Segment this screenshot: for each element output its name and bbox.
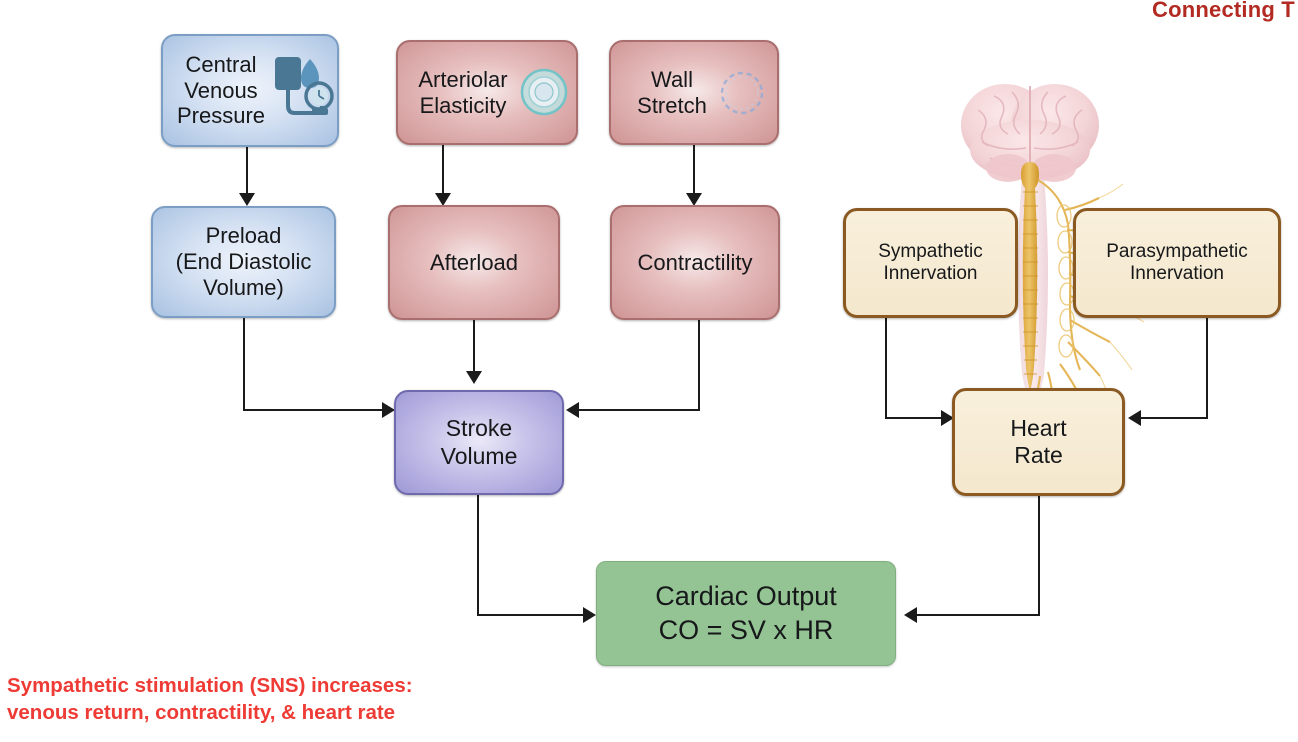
edge-strokevolume-to-cardiacoutput-seg1 [477, 495, 479, 615]
arrowhead [904, 607, 917, 623]
node-preload[interactable]: Preload (End Diastolic Volume) [151, 206, 336, 318]
node-label: Stroke Volume [440, 415, 518, 469]
edge-wallstretch-to-contractility [693, 145, 695, 199]
node-label: Afterload [429, 249, 519, 275]
edge-sympathetic-to-heartrate-seg1 [885, 318, 887, 418]
node-heart-rate[interactable]: Heart Rate [952, 388, 1125, 496]
edge-contractility-to-strokevolume-seg1 [698, 320, 700, 410]
edge-cvp-to-preload [246, 147, 248, 199]
node-sympathetic-innervation[interactable]: Sympathetic Innervation [843, 208, 1018, 318]
edge-contractility-to-strokevolume-seg2 [578, 409, 700, 411]
arrowhead [435, 193, 451, 206]
node-label: Contractility [637, 249, 753, 275]
arrowhead [566, 402, 579, 418]
edge-strokevolume-to-cardiacoutput-seg2 [477, 614, 587, 616]
arrowhead [1128, 410, 1141, 426]
edge-sympathetic-to-heartrate-seg2 [885, 417, 945, 419]
node-label: Preload (End Diastolic Volume) [175, 223, 312, 300]
node-contractility[interactable]: Contractility [610, 205, 780, 320]
arrowhead [239, 193, 255, 206]
node-label: Heart Rate [1010, 414, 1067, 468]
node-stroke-volume[interactable]: Stroke Volume [394, 390, 564, 495]
node-arteriolar-elasticity[interactable]: Arteriolar Elasticity [396, 40, 578, 145]
edge-preload-to-strokevolume-seg1 [243, 318, 245, 410]
arrowhead [686, 193, 702, 206]
node-afterload[interactable]: Afterload [388, 205, 560, 320]
node-label: Wall Stretch [637, 66, 707, 118]
node-wall-stretch[interactable]: Wall Stretch [609, 40, 779, 145]
node-label: Central Venous Pressure [176, 51, 266, 129]
arrowhead [382, 402, 395, 418]
node-label: Arteriolar Elasticity [418, 66, 508, 118]
node-central-venous-pressure[interactable]: Central Venous Pressure [161, 34, 339, 147]
edge-afterload-to-strokevolume [473, 320, 475, 376]
edge-heartrate-to-cardiacoutput-seg2 [916, 614, 1040, 616]
edge-arteriolar-to-afterload [442, 145, 444, 199]
brand-title: Connecting T [1152, 0, 1295, 22]
edge-parasympathetic-to-heartrate-seg1 [1206, 318, 1208, 418]
footnote-sns: Sympathetic stimulation (SNS) increases:… [7, 674, 413, 725]
node-label: Sympathetic Innervation [878, 240, 983, 284]
edge-preload-to-strokevolume-seg2 [243, 409, 387, 411]
arrowhead [941, 410, 954, 426]
node-label: Cardiac Output CO = SV x HR [655, 580, 837, 645]
edge-parasympathetic-to-heartrate-seg2 [1140, 417, 1208, 419]
arrowhead [583, 607, 596, 623]
arrowhead [466, 371, 482, 384]
node-parasympathetic-innervation[interactable]: Parasympathetic Innervation [1073, 208, 1281, 318]
node-cardiac-output[interactable]: Cardiac Output CO = SV x HR [596, 561, 896, 666]
node-label: Parasympathetic Innervation [1106, 240, 1248, 284]
edge-heartrate-to-cardiacoutput-seg1 [1038, 496, 1040, 615]
